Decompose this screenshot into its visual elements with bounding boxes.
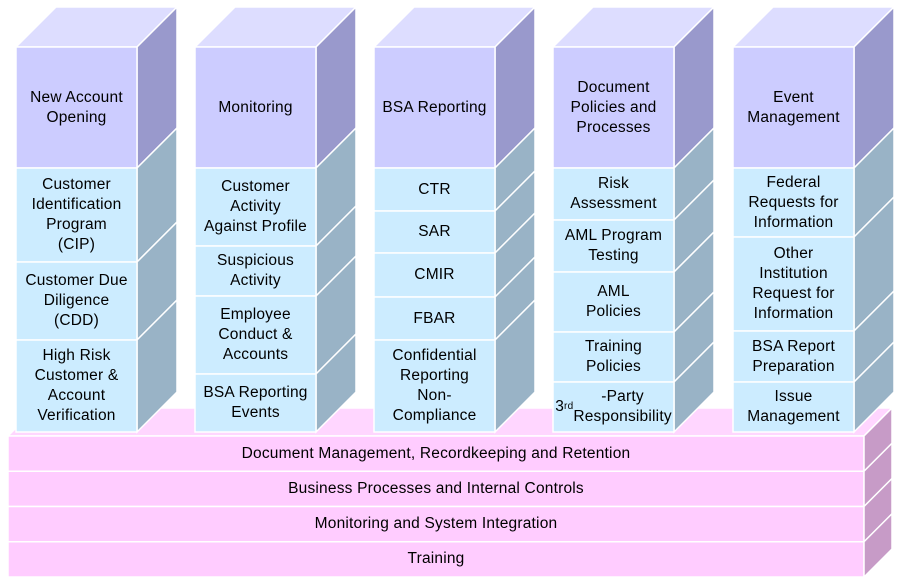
pillar-item (373, 210, 496, 254)
foundation-label: Business Processes and Internal Controls (288, 479, 584, 497)
pillar-item (552, 271, 675, 333)
pillar-item-label: AML Program Testing (564, 227, 663, 264)
foundation-label: Monitoring and System Integration (314, 515, 558, 533)
pillar-header-label: New Account Opening (30, 88, 123, 126)
pillar-item (15, 339, 138, 433)
pillar-item (194, 167, 317, 247)
foundation-layer (7, 541, 865, 578)
pillar-item-label: Suspicious Activity (217, 252, 294, 289)
pillar-item (15, 261, 138, 341)
pillar-item (194, 245, 317, 297)
pillar-item (373, 252, 496, 298)
pillar-item-label: Customer Identification Program (CIP) (31, 176, 122, 253)
pillar-item (373, 167, 496, 212)
pillar-item-label: Federal Requests for Information (748, 173, 839, 231)
pillar-item (732, 330, 855, 383)
pillar-item-label: SAR (418, 223, 451, 240)
foundation-layer (7, 435, 865, 472)
pillar-item (373, 339, 496, 433)
pillar-item-label: FBAR (413, 309, 456, 327)
pillar-header (732, 46, 855, 169)
pillar-item-label: Customer Activity Against Profile (204, 178, 307, 235)
pillar-item-label: Employee Conduct & Accounts (218, 306, 293, 363)
pillar-item-label: CMIR (414, 266, 455, 283)
pillar-item-label: CTR (418, 180, 451, 198)
pillar-item-label: AML Policies (585, 283, 641, 320)
pillar-header-label: BSA Reporting (382, 98, 487, 116)
foundation-layer-side (863, 511, 893, 579)
pillar-item-label: Risk Assessment (570, 175, 657, 212)
pillar-header-label: Monitoring (218, 98, 293, 116)
pillar-item (194, 373, 317, 433)
pillar-item-label: Other Institution Request for Informatio… (752, 245, 835, 322)
pillar-item-label: Confidential Reporting Non- Compliance (392, 347, 477, 424)
pillar-item (15, 167, 138, 263)
pillar-header-label: Document Policies and Processes (570, 78, 657, 136)
ordinal-number: 3 (555, 398, 565, 415)
pillar-item (732, 167, 855, 238)
foundation-label: Document Management, Recordkeeping and R… (241, 444, 631, 462)
foundation-layer (7, 470, 865, 508)
pillar-item (373, 296, 496, 341)
pillar-header (373, 46, 496, 169)
pillar-item-label: BSA Report Preparation (752, 337, 835, 375)
pillar-item-label: BSA Reporting Events (203, 384, 308, 421)
pillar-item (552, 331, 675, 383)
pillar-item-label: High Risk Customer & Account Verificatio… (34, 347, 119, 424)
pillar-item (194, 295, 317, 375)
pillar-item (732, 381, 855, 433)
pillar-item (552, 167, 675, 221)
foundation-label: Training (407, 550, 465, 568)
ordinal-rest: -Party Responsibility (573, 388, 672, 425)
pillar-item (552, 381, 675, 433)
pillar-header (15, 46, 138, 169)
pillar-item-label: Training Policies (584, 338, 643, 375)
pillar-item (732, 236, 855, 332)
pillar-item-label: Issue Management (747, 388, 840, 425)
pillar-header-label: Event Management (747, 88, 840, 126)
pillar-item-label: Customer Due Diligence (CDD) (25, 272, 128, 329)
